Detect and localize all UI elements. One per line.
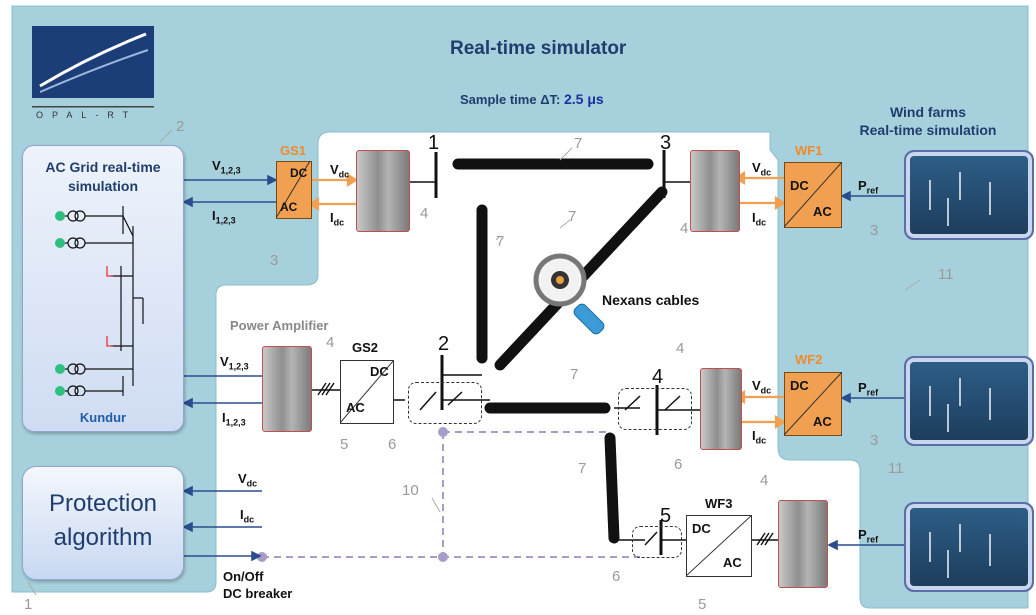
idc-gs1: Idc <box>330 210 344 228</box>
v123-bottom-letter: V <box>220 354 229 369</box>
ref-11-top: 11 <box>938 266 954 283</box>
pref-wf2-sub: ref <box>867 388 879 398</box>
power-amplifier-label: Power Amplifier <box>230 318 328 333</box>
idc-protection-sub: dc <box>244 515 255 525</box>
ref-6-bus2: 6 <box>388 436 396 453</box>
ref-11-middle: 11 <box>888 460 904 477</box>
pref-wf3-letter: P <box>858 527 867 542</box>
vdc-protection-letter: V <box>238 471 247 486</box>
i123-top: I1,2,3 <box>212 208 236 226</box>
pref-wf2: Pref <box>858 380 878 398</box>
bus-number-3: 3 <box>660 132 671 155</box>
vdc-wf1: Vdc <box>752 160 771 178</box>
idc-gs1-sub: dc <box>334 218 345 228</box>
bus-number-4: 4 <box>652 366 663 389</box>
vdc-gs1-letter: V <box>330 162 339 177</box>
idc-wf1: Idc <box>752 210 766 228</box>
ref-3-gs1: 3 <box>270 252 278 269</box>
nexans-cables-label: Nexans cables <box>602 292 699 308</box>
dc-breaker-box-2 <box>408 382 482 424</box>
ref-5-wf3: 5 <box>698 596 706 613</box>
v123-bottom-sub: 1,2,3 <box>229 362 249 372</box>
vdc-protection-sub: dc <box>247 479 258 489</box>
ref-10: 10 <box>402 482 419 499</box>
bus-number-2: 2 <box>438 333 449 356</box>
idc-wf2-sub: dc <box>756 436 767 446</box>
vdc-gs1: Vdc <box>330 162 349 180</box>
v123-top: V1,2,3 <box>212 158 241 176</box>
v123-bottom: V1,2,3 <box>220 354 249 372</box>
ref-7-middle: 7 <box>570 366 578 383</box>
ref-6-bus4: 6 <box>674 456 682 473</box>
i123-bottom-sub: 1,2,3 <box>226 418 246 428</box>
pref-wf3: Pref <box>858 527 878 545</box>
idc-wf1-sub: dc <box>756 218 767 228</box>
dc-breaker-box-4 <box>618 388 692 430</box>
ref-4-wf3: 4 <box>760 472 768 489</box>
dc-breaker-box-5 <box>632 526 682 558</box>
ref-7-lower: 7 <box>578 460 586 477</box>
ref-4-wf1: 4 <box>680 220 688 237</box>
ref-3-wf2: 3 <box>870 432 878 449</box>
pref-wf1: Pref <box>858 178 878 196</box>
pref-wf1-sub: ref <box>867 186 879 196</box>
ref-7-top: 7 <box>574 135 582 152</box>
v123-top-sub: 1,2,3 <box>221 166 241 176</box>
ref-4-gs2: 4 <box>326 334 334 351</box>
bus-number-5: 5 <box>660 505 671 528</box>
i123-bottom: I1,2,3 <box>222 410 246 428</box>
idc-protection: Idc <box>240 507 254 525</box>
bus-number-1: 1 <box>428 132 439 155</box>
ref-2: 2 <box>176 118 184 135</box>
vdc-wf2-letter: V <box>752 378 761 393</box>
pref-wf2-letter: P <box>858 380 867 395</box>
ref-7-vertical: 7 <box>496 233 504 250</box>
v123-top-letter: V <box>212 158 221 173</box>
ref-4-wf2: 4 <box>676 340 684 357</box>
ref-5-gs2: 5 <box>340 436 348 453</box>
ref-7-diagonal: 7 <box>568 208 576 225</box>
idc-wf2: Idc <box>752 428 766 446</box>
vdc-wf2: Vdc <box>752 378 771 396</box>
ref-1: 1 <box>24 596 32 613</box>
ref-6-bus5: 6 <box>612 568 620 585</box>
dc-breaker-label-line2: DC breaker <box>223 585 292 602</box>
i123-top-sub: 1,2,3 <box>216 216 236 226</box>
vdc-wf1-letter: V <box>752 160 761 175</box>
ref-4-gs1: 4 <box>420 205 428 222</box>
vdc-wf2-sub: dc <box>761 386 772 396</box>
dc-breaker-label: On/Off DC breaker <box>223 568 292 602</box>
pref-wf1-letter: P <box>858 178 867 193</box>
pref-wf3-sub: ref <box>867 535 879 545</box>
vdc-wf1-sub: dc <box>761 168 772 178</box>
ref-3-wf1: 3 <box>870 222 878 239</box>
dc-breaker-label-line1: On/Off <box>223 568 292 585</box>
vdc-gs1-sub: dc <box>339 170 350 180</box>
vdc-protection: Vdc <box>238 471 257 489</box>
